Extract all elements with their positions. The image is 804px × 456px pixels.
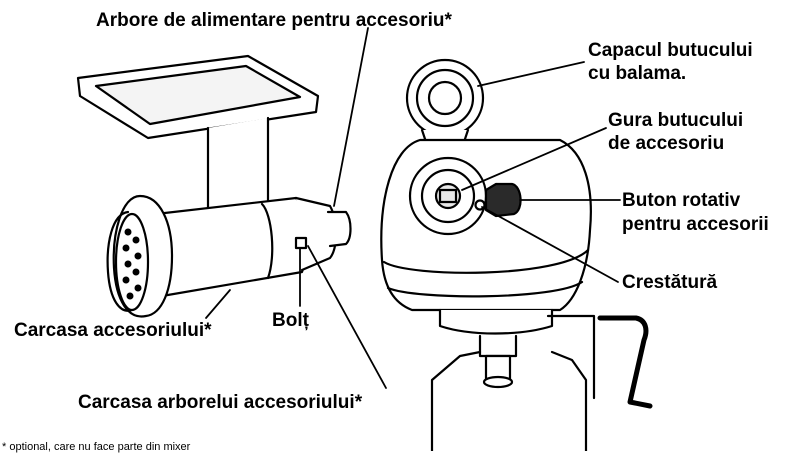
label-knob-1: Buton rotativ [622, 190, 741, 211]
label-pin: Bolț [272, 310, 309, 331]
leader-housing [205, 289, 231, 319]
head-body [380, 138, 592, 312]
hopper-neck [206, 116, 270, 216]
label-hub-mouth-1: Gura butucului [608, 110, 744, 131]
label-knob-2: pentru accesorii [622, 214, 769, 235]
footnote: * optional, care nu face parte din mixer [2, 441, 191, 453]
pin [294, 236, 308, 250]
label-hub-mouth-2: de accesoriu [608, 133, 725, 154]
leader-hub-cover [477, 61, 585, 87]
label-notch: Crestătură [622, 272, 718, 293]
power-shaft [326, 210, 352, 248]
grinder-attachment [76, 54, 352, 318]
leader-notch [481, 206, 619, 283]
column [430, 350, 482, 453]
leader-shaft-housing [307, 245, 387, 389]
label-power-shaft: Arbore de alimentare pentru accesoriu* [96, 10, 452, 31]
label-hub-cover-1: Capacul butucului [588, 40, 753, 61]
attachment-housing [154, 196, 308, 298]
hub-cover [405, 58, 485, 138]
label-shaft-housing: Carcasa arborelui accesoriului* [78, 392, 363, 413]
bowl-lift-lever [597, 315, 653, 409]
label-hub-cover-2: cu balama. [588, 63, 687, 84]
leader-hub-mouth [461, 127, 607, 191]
mixer-head [380, 58, 653, 453]
leader-power-shaft [333, 27, 369, 207]
leader-lines [205, 27, 621, 389]
label-housing: Carcasa accesoriului* [14, 320, 212, 341]
